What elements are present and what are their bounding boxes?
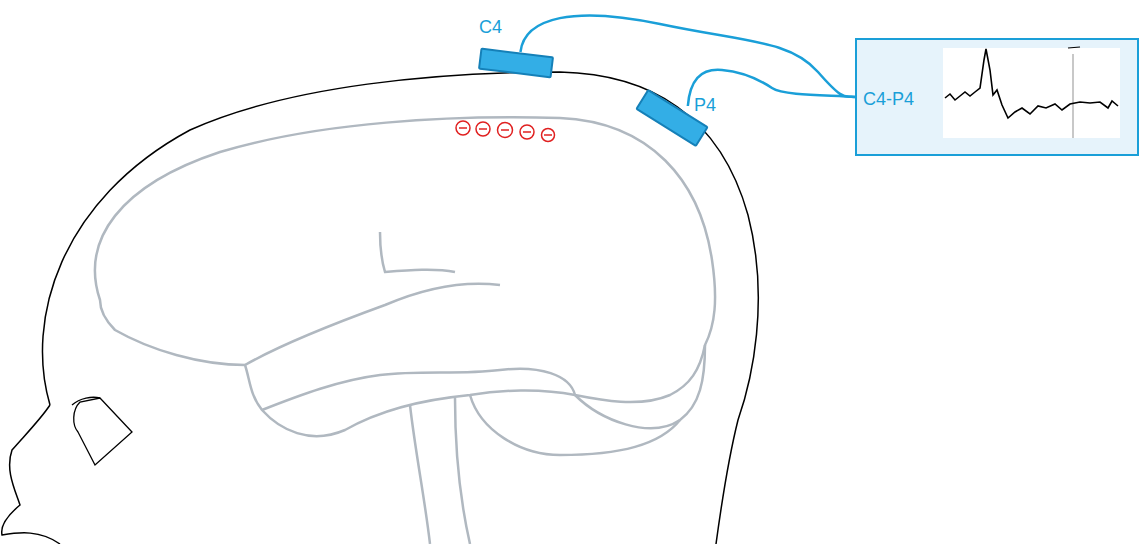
temporal-lobe: [262, 369, 575, 410]
marker-line: [1072, 54, 1074, 138]
eye-lid: [72, 397, 100, 405]
negative-charges: [456, 121, 555, 142]
electrode-label: C4: [479, 18, 502, 36]
electrode-pad: [478, 48, 554, 79]
eye: [74, 398, 132, 465]
brain-outline: [95, 117, 715, 436]
eeg-trace: [945, 49, 1118, 118]
panel-ground: [855, 38, 1139, 156]
cerebellum-lower: [470, 395, 680, 455]
electrode: P4: [636, 106, 708, 130]
head-outline: [42, 72, 758, 544]
central-sulcus: [380, 232, 455, 272]
top-tick: [1068, 47, 1080, 48]
cerebellum: [575, 345, 705, 428]
plot-area: [943, 48, 1120, 138]
electrode: C4: [479, 52, 553, 74]
electrode-label: P4: [694, 96, 716, 114]
brainstem: [410, 398, 470, 544]
lateral-fissure: [245, 284, 500, 365]
electrode-wire: [520, 15, 855, 97]
signal-panel: C4-P4: [855, 38, 1139, 156]
channel-label: C4-P4: [863, 90, 914, 108]
face-outline: [2, 405, 60, 544]
